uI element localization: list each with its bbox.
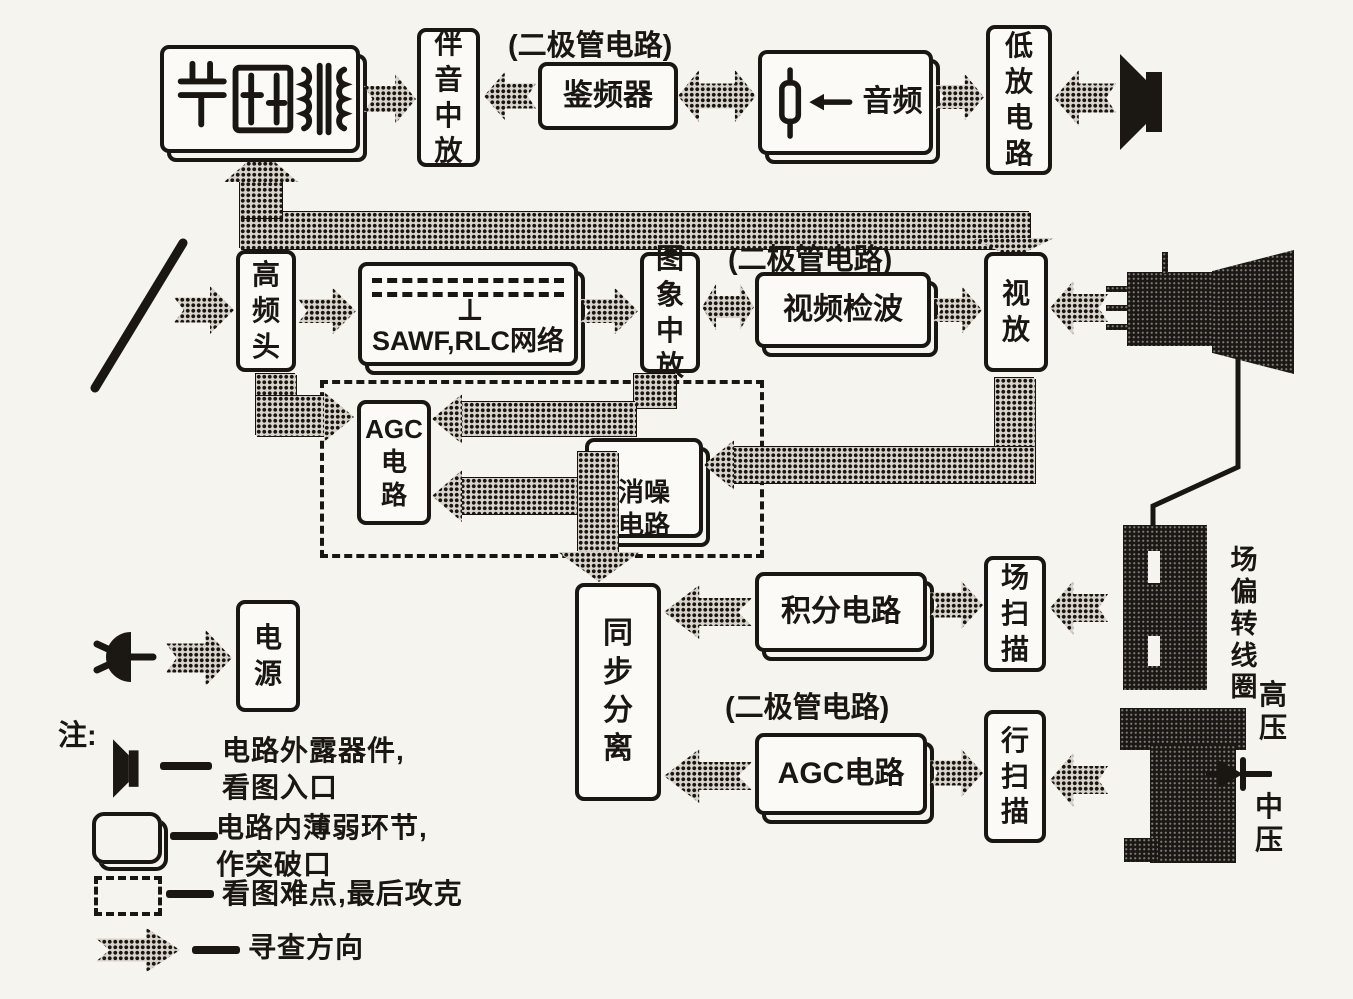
legend-item-weaklink-line2: 作突破口 — [216, 848, 333, 880]
block-line-agc: AGC电路 — [755, 733, 927, 815]
legend-weaklink-box-symbol — [92, 812, 162, 864]
audio-label: 音频 — [862, 85, 923, 119]
mid-voltage-label: 中 压 — [1254, 791, 1283, 856]
flyback-transformer-top-icon — [1120, 708, 1246, 750]
sound-takeoff-bar — [240, 212, 1030, 249]
sound-takeoff-bar-left-riser — [240, 176, 282, 218]
speaker-icon — [1120, 54, 1162, 150]
block-audio: 音频 — [758, 50, 933, 155]
legend-item-exposed-line1: 电路外露器件, — [222, 735, 405, 766]
volume-pot-symbol-icon — [778, 66, 852, 139]
if-transformer-symbol-icon — [177, 60, 353, 136]
legend-item-difficult-line1: 看图难点,最后攻克 — [222, 878, 463, 909]
tuner-agc-bar — [256, 396, 326, 436]
pic-if-agc-bar — [458, 402, 636, 436]
block-sound-if-amp: 伴 音 中 放 — [417, 28, 480, 167]
legend-item-weaklink: 电路内薄弱环节, 作突破口 — [216, 810, 616, 884]
block-tuner: 高 频 头 — [236, 250, 296, 372]
block-line-scan: 行 扫 描 — [984, 710, 1046, 843]
block-picture-if-amp: 图 象 中 放 — [640, 243, 700, 381]
video-amp-down-band — [995, 378, 1035, 450]
legend-dash — [166, 890, 214, 898]
legend-item-weaklink-line1: 电路内薄弱环节, — [216, 812, 428, 843]
legend-item-exposed-line2: 看图入口 — [222, 771, 339, 803]
high-voltage-label: 高 压 — [1258, 679, 1287, 744]
diode-note-sound: (二极管电路) — [508, 30, 673, 62]
deflection-coil-label: 场 偏 转 线 圈 — [1230, 545, 1258, 703]
sound-if-transformer-block — [160, 45, 360, 153]
legend-dash — [160, 762, 212, 770]
legend-note: 注: — [58, 720, 97, 752]
crt-top-stub — [1162, 252, 1168, 274]
legend-speaker-icon — [113, 739, 139, 798]
block-power-supply: 电 源 — [236, 600, 300, 712]
legend-dash — [192, 946, 240, 954]
noise-agc-bar — [460, 478, 590, 514]
block-low-freq-amp: 低 放 电 路 — [986, 25, 1052, 175]
power-plug-icon — [93, 632, 157, 682]
block-sync-separator: 同 步 分 离 — [575, 583, 661, 801]
block-agc-main: AGC 电 路 — [357, 400, 431, 525]
crt-neck-icon — [1127, 272, 1215, 346]
block-integrator: 积分电路 — [755, 572, 927, 652]
legend-item-direction-line1: 寻查方向 — [248, 932, 365, 963]
ground-symbol: ⊥ — [456, 294, 484, 327]
antenna-icon — [90, 238, 188, 393]
block-sawf-network: ⊥ SAWF,RLC网络 — [358, 262, 578, 366]
coil-slot — [1148, 551, 1160, 583]
sawf-label: SAWF,RLC网络 — [372, 326, 564, 356]
video-amp-noise-bar — [732, 447, 1035, 483]
noise-sync-band — [578, 452, 618, 552]
diode-icon — [1206, 757, 1272, 791]
deflection-coil-icon — [1123, 525, 1207, 690]
sawf-electrode-dashes — [372, 292, 564, 297]
crt-bell-icon — [1212, 250, 1294, 374]
diode-note-line: (二极管电路) — [725, 692, 890, 724]
pic-if-agc-riser — [634, 374, 676, 408]
crt-pin — [1106, 324, 1128, 330]
block-video-amp: 视 放 — [984, 252, 1048, 372]
block-field-scan: 场 扫 描 — [984, 556, 1046, 672]
flyback-transformer-foot-icon — [1124, 838, 1158, 862]
legend-item-direction: 寻查方向 — [248, 930, 548, 967]
sawf-electrode-dashes — [372, 278, 564, 283]
legend-item-exposed: 电路外露器件, 看图入口 — [222, 733, 582, 807]
crt-to-coil-lead — [1150, 352, 1241, 527]
block-video-detector: 视频检波 — [755, 272, 931, 348]
legend-item-difficult: 看图难点,最后攻克 — [222, 876, 642, 913]
crt-pin — [1106, 305, 1128, 311]
legend-difficult-box-symbol — [94, 876, 162, 916]
legend-dash — [170, 832, 218, 840]
crt-pin — [1106, 286, 1128, 292]
diode-note-video: (二极管电路) — [728, 244, 893, 276]
block-discriminator: 鉴频器 — [538, 62, 678, 130]
coil-slot — [1148, 636, 1160, 666]
